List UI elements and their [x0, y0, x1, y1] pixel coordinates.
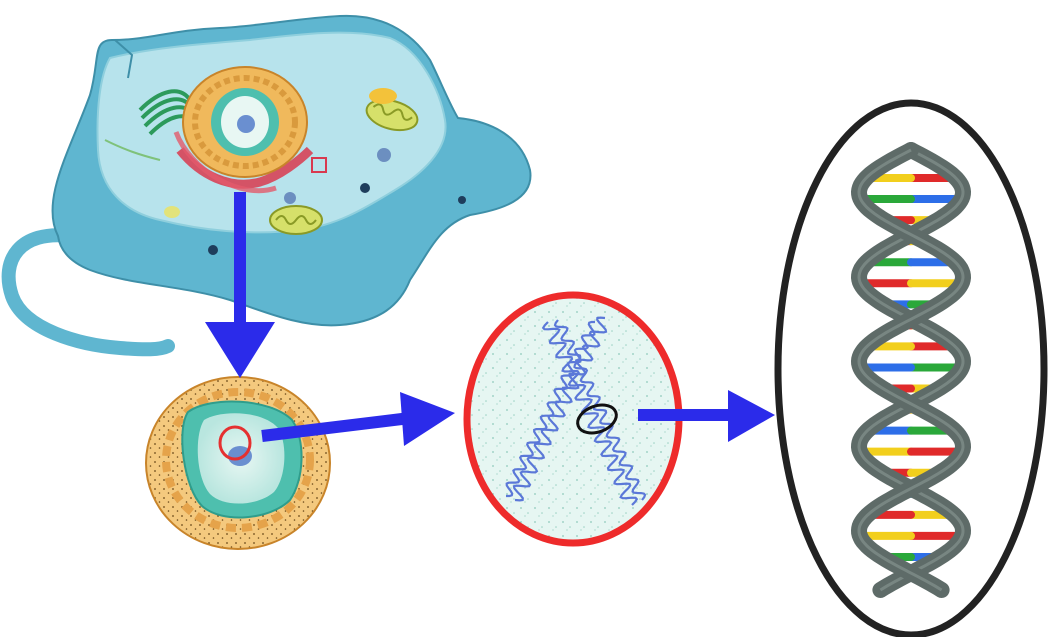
- chromosome-focus-ring: [576, 403, 618, 435]
- dna-helix-icon: [774, 99, 1048, 637]
- dna-backbone-highlight: [857, 148, 965, 592]
- chromatid-coil: [512, 316, 608, 502]
- arrow-nucleus-to-chromosome: [261, 392, 455, 446]
- chromatid-coil: [553, 319, 647, 501]
- chromatid-coil: [505, 320, 596, 498]
- nucleus-icon: [145, 376, 331, 550]
- dna-backbone-highlight: [857, 148, 965, 592]
- cell-flagellum: [1, 228, 175, 357]
- animal-cell-icon: [1, 14, 532, 357]
- chromosome-icon: [463, 291, 683, 547]
- arrow-chromosome-to-dna: [638, 390, 775, 442]
- chromosome-body: [505, 316, 647, 506]
- nucleus-highlight-ring: [218, 425, 252, 461]
- arrow-cell-to-nucleus: [205, 192, 275, 378]
- arrows: [205, 192, 775, 446]
- dna-double-helix: [850, 142, 972, 598]
- cell-nucleus-icon: [182, 66, 308, 178]
- chromatid-coil: [541, 321, 639, 506]
- mitochondrion-icon: [269, 88, 419, 235]
